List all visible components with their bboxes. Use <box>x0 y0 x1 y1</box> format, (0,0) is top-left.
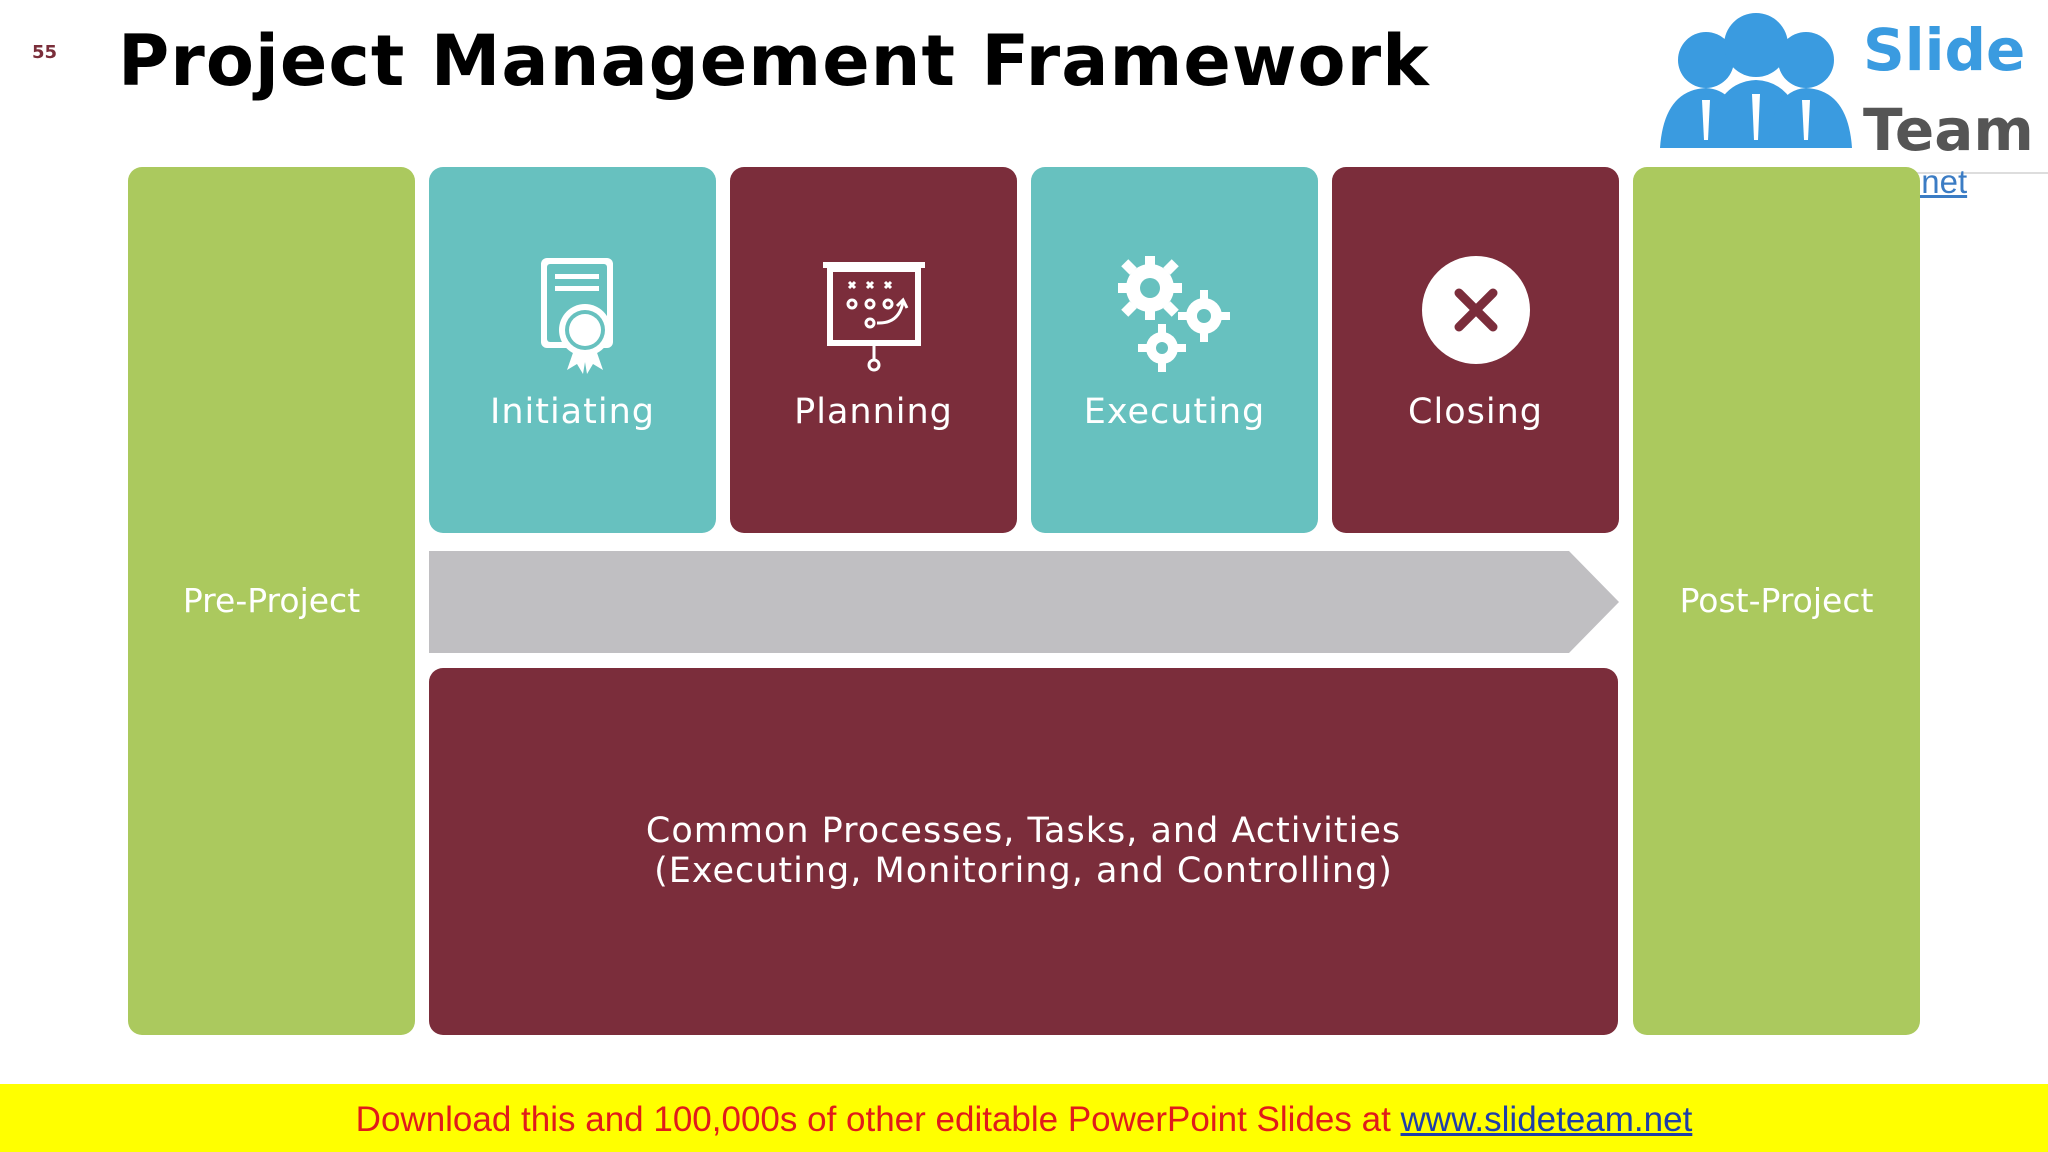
common-processes-line1: Common Processes, Tasks, and Activities <box>645 811 1402 851</box>
phase-label-closing: Closing <box>1408 392 1543 432</box>
slide-number: 55 <box>32 42 58 63</box>
page-title: Project Management Framework <box>118 20 1430 102</box>
download-banner-text: Download this and 100,000s of other edit… <box>0 1100 2048 1140</box>
phase-executing: Executing <box>1031 167 1318 533</box>
common-processes-line2: (Executing, Monitoring, and Controlling) <box>654 851 1393 891</box>
phase-closing: Closing <box>1332 167 1619 533</box>
phase-label-planning: Planning <box>794 392 953 432</box>
phase-planning: Planning <box>730 167 1017 533</box>
pre-project-column: Pre-Project <box>128 167 415 1035</box>
download-banner-link[interactable]: www.slideteam.net <box>1400 1100 1693 1139</box>
strategy-board-icon <box>730 252 1017 377</box>
logo-slide-text: Slide <box>1863 16 2026 84</box>
close-circle-icon <box>1332 252 1619 377</box>
pre-project-label: Pre-Project <box>182 581 361 620</box>
phase-label-initiating: Initiating <box>490 392 655 432</box>
logo-team-text: Team <box>1863 96 2034 164</box>
certificate-icon <box>429 252 716 377</box>
phase-label-executing: Executing <box>1083 392 1266 432</box>
gears-icon <box>1031 252 1318 377</box>
post-project-label: Post-Project <box>1679 581 1874 620</box>
download-banner: Download this and 100,000s of other edit… <box>0 1084 2048 1152</box>
people-logo-icon <box>1638 0 2048 200</box>
download-banner-message: Download this and 100,000s of other edit… <box>355 1100 1401 1139</box>
post-project-column: Post-Project <box>1633 167 1920 1035</box>
slideteam-logo[interactable]: Slide Team <box>1638 0 2048 200</box>
phase-initiating: Initiating <box>429 167 716 533</box>
process-arrow <box>429 551 1619 653</box>
common-processes-box: Common Processes, Tasks, and Activities … <box>429 668 1618 1035</box>
